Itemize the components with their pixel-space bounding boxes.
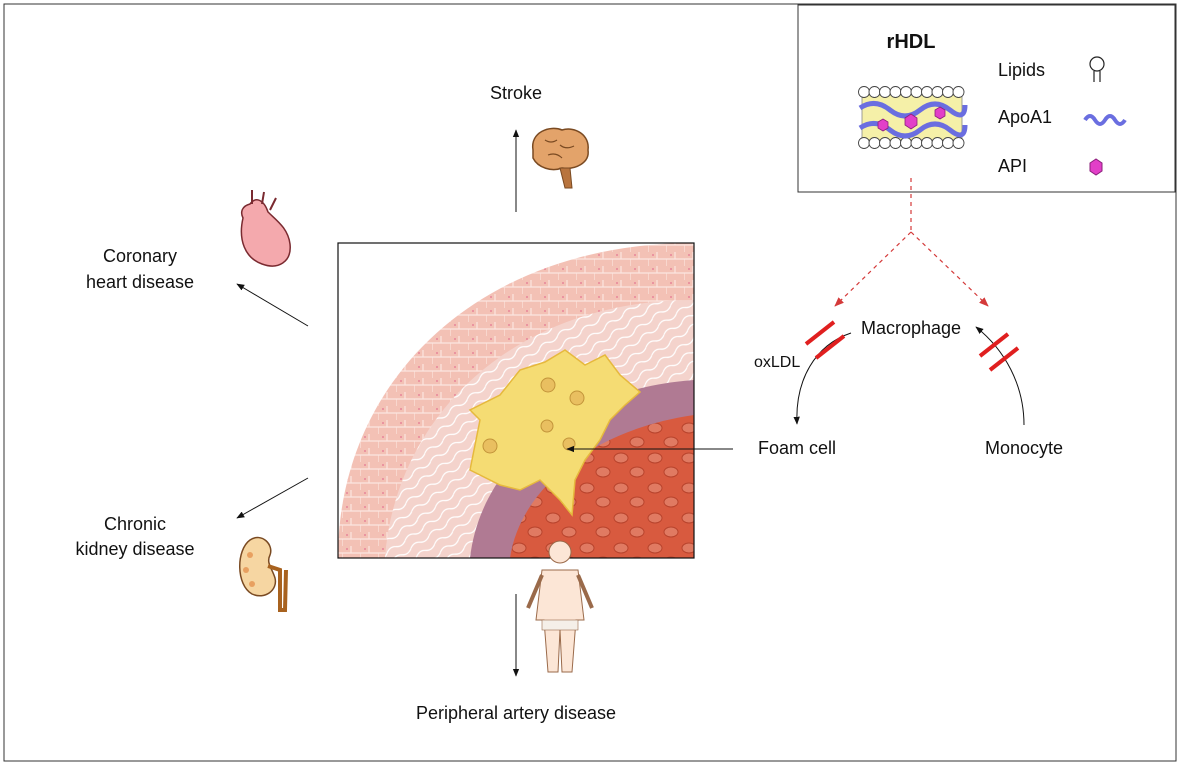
heart-icon — [240, 190, 291, 267]
legend-box: rHDL Lipids ApoA1 API — [797, 4, 1176, 193]
lipid-bead — [942, 86, 954, 98]
lipid-bead — [879, 86, 891, 98]
arrow-to-kidney — [236, 477, 309, 519]
brain-icon — [532, 127, 589, 189]
rhdl-particle-icon — [858, 86, 968, 149]
lipid-bead — [868, 137, 881, 149]
artery-frame — [337, 242, 695, 559]
lipid-bead — [942, 137, 954, 149]
lipid-bead — [921, 137, 933, 149]
inhibition-mark-monocyte — [978, 332, 1020, 372]
legend-label-api: API — [998, 156, 1027, 176]
inhibition-mark-oxldl — [804, 320, 846, 360]
arrow-monocyte-to-macrophage — [975, 326, 1025, 426]
lipid-icon — [1089, 56, 1105, 82]
foam-cell-plaque — [468, 349, 642, 517]
label-peripheral: Peripheral artery disease — [416, 703, 616, 723]
legend-label-apoa1: ApoA1 — [998, 107, 1052, 127]
lipid-bead — [879, 137, 891, 149]
legend-label-lipids: Lipids — [998, 60, 1045, 80]
lipid-bead — [858, 137, 870, 149]
label-stroke: Stroke — [490, 83, 542, 103]
lipid-bead — [900, 137, 912, 149]
lipid-bead — [889, 137, 902, 149]
lipid-bead — [910, 86, 923, 98]
label-kidney-line1: Chronic — [104, 514, 166, 534]
lipid-bead — [910, 137, 923, 149]
label-kidney-line2: kidney disease — [75, 539, 194, 559]
outer-frame — [3, 3, 1177, 762]
lipid-bead — [900, 86, 912, 98]
label-coronary-line1: Coronary — [103, 246, 177, 266]
lipid-bead — [858, 86, 870, 98]
apoa1-helix-icon — [1083, 114, 1127, 126]
artery-cross-section — [338, 243, 694, 558]
arrow-macrophage-to-foam-cell — [793, 332, 852, 425]
lipid-bead — [868, 86, 881, 98]
label-coronary-line2: heart disease — [86, 272, 194, 292]
lipid-bead — [921, 86, 933, 98]
label-macrophage: Macrophage — [861, 318, 961, 338]
lipid-bead — [889, 86, 902, 98]
lipid-bead — [931, 137, 944, 149]
lipid-bead — [952, 137, 965, 149]
lipid-bead — [952, 86, 965, 98]
human-figure-icon — [526, 540, 594, 673]
lipid-bead — [931, 86, 944, 98]
rhdl-action-arrows — [834, 178, 989, 307]
arrow-to-coronary — [236, 283, 309, 327]
label-foam-cell: Foam cell — [758, 438, 836, 458]
label-monocyte: Monocyte — [985, 438, 1063, 458]
kidney-icon — [239, 536, 288, 612]
legend-title: rHDL — [887, 31, 936, 53]
api-hexagon-icon — [1089, 158, 1103, 176]
label-oxldl: oxLDL — [754, 354, 800, 371]
